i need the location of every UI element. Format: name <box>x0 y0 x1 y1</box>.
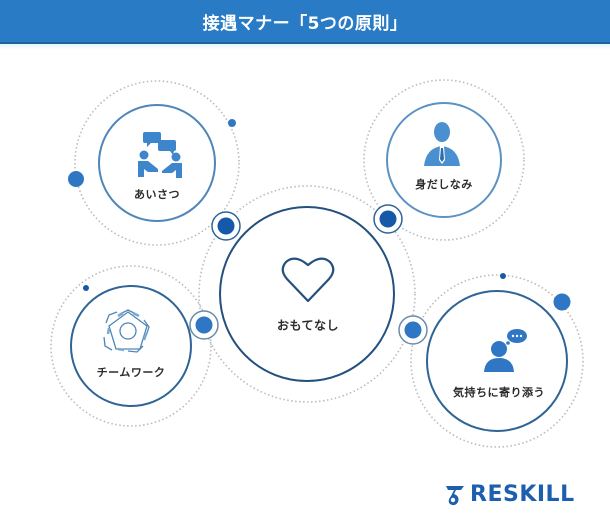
connector-node <box>373 204 403 234</box>
dot <box>68 171 84 187</box>
businessman-icon <box>424 122 460 166</box>
principle-label-kimochi: 気持ちに寄り添う <box>453 386 545 399</box>
teamwork-outer-ring <box>50 265 212 427</box>
midashinami-outer-ring <box>363 79 525 241</box>
reskill-logo: RESKILL <box>444 482 575 507</box>
kimochi-outer-ring <box>410 274 584 448</box>
teamwork-ring <box>70 285 192 407</box>
omotenashi-outer-ring <box>198 185 416 403</box>
dot <box>83 285 89 291</box>
connector-node <box>211 211 241 241</box>
connector-nodes <box>189 204 428 345</box>
principle-label-aisatsu: あいさつ <box>134 188 180 201</box>
principle-label-omotenashi: おもてなし <box>276 318 340 333</box>
person-thought-bubble-icon <box>484 329 527 372</box>
header-shadow <box>0 44 610 50</box>
logo-text: RESKILL <box>470 482 575 507</box>
dot <box>500 273 506 279</box>
aisatsu-outer-ring <box>74 80 240 246</box>
omotenashi-ring <box>219 206 395 382</box>
heart-icon <box>281 257 335 303</box>
aisatsu-ring <box>98 104 216 222</box>
principle-label-teamwork: チームワーク <box>96 366 166 379</box>
reskill-logo-icon <box>446 485 464 505</box>
dot <box>228 119 236 127</box>
handshake-speech-icon <box>138 132 182 178</box>
page-title: 接遇マナー「5つの原則」 <box>202 13 408 34</box>
teamwork-hands-icon <box>103 309 150 353</box>
principle-label-midashinami: 身だしなみ <box>415 178 473 191</box>
dot <box>553 293 571 311</box>
header-bar: 接遇マナー「5つの原則」 <box>0 0 610 44</box>
dotted-rings <box>50 79 584 448</box>
connector-node <box>189 310 219 340</box>
connector-node <box>398 315 428 345</box>
decorative-dots <box>68 119 571 311</box>
solid-rings <box>70 102 568 432</box>
